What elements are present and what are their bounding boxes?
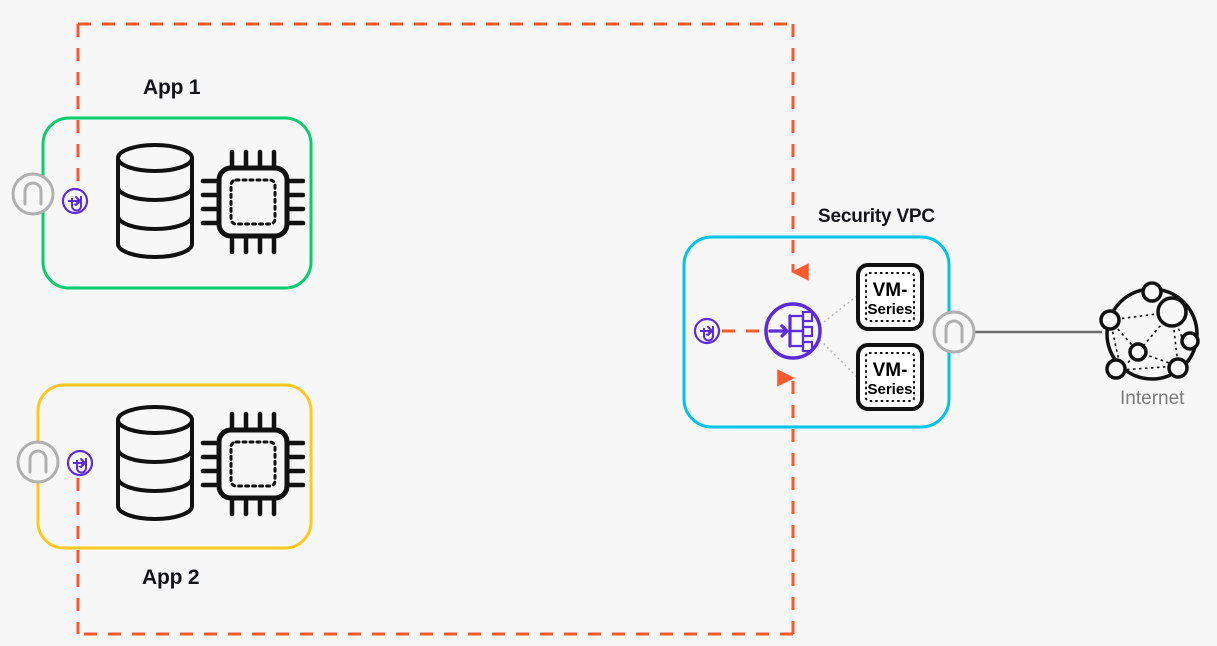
app2-service-endpoint-icon[interactable]: [66, 449, 94, 477]
app1-title: App 1: [143, 76, 201, 99]
vm-series-label-1-line2: Series: [867, 301, 912, 318]
internet-label: Internet: [1120, 388, 1185, 409]
app1-cpu-chip-icon: [200, 149, 306, 255]
loadbalancer-to-vm-connectors: [819, 291, 863, 383]
vm-series-box-2[interactable]: VM- Series: [856, 343, 924, 411]
vpc-service-endpoint-icon[interactable]: [693, 317, 721, 345]
vm-series-label-2-line1: VM-: [873, 360, 908, 381]
app2-database-icon: [116, 405, 194, 521]
traffic-path-dashed-boundary: [76, 22, 809, 636]
app2-cpu-chip-icon: [200, 411, 306, 517]
internet-cloud-icon: [1099, 281, 1200, 381]
security-vpc-title: Security VPC: [818, 206, 935, 227]
app1-database-icon: [116, 143, 194, 259]
app2-gateway-icon[interactable]: [16, 440, 60, 484]
vm-series-label-2-line2: Series: [867, 381, 912, 398]
load-balancer-icon[interactable]: [764, 302, 822, 360]
vpc-internet-gateway-icon[interactable]: [932, 310, 976, 354]
app2-title: App 2: [142, 566, 200, 589]
vm-series-box-1[interactable]: VM- Series: [856, 263, 924, 331]
app1-gateway-icon[interactable]: [11, 172, 55, 216]
app1-service-endpoint-icon[interactable]: [61, 187, 89, 215]
vm-series-label-1-line1: VM-: [873, 280, 908, 301]
